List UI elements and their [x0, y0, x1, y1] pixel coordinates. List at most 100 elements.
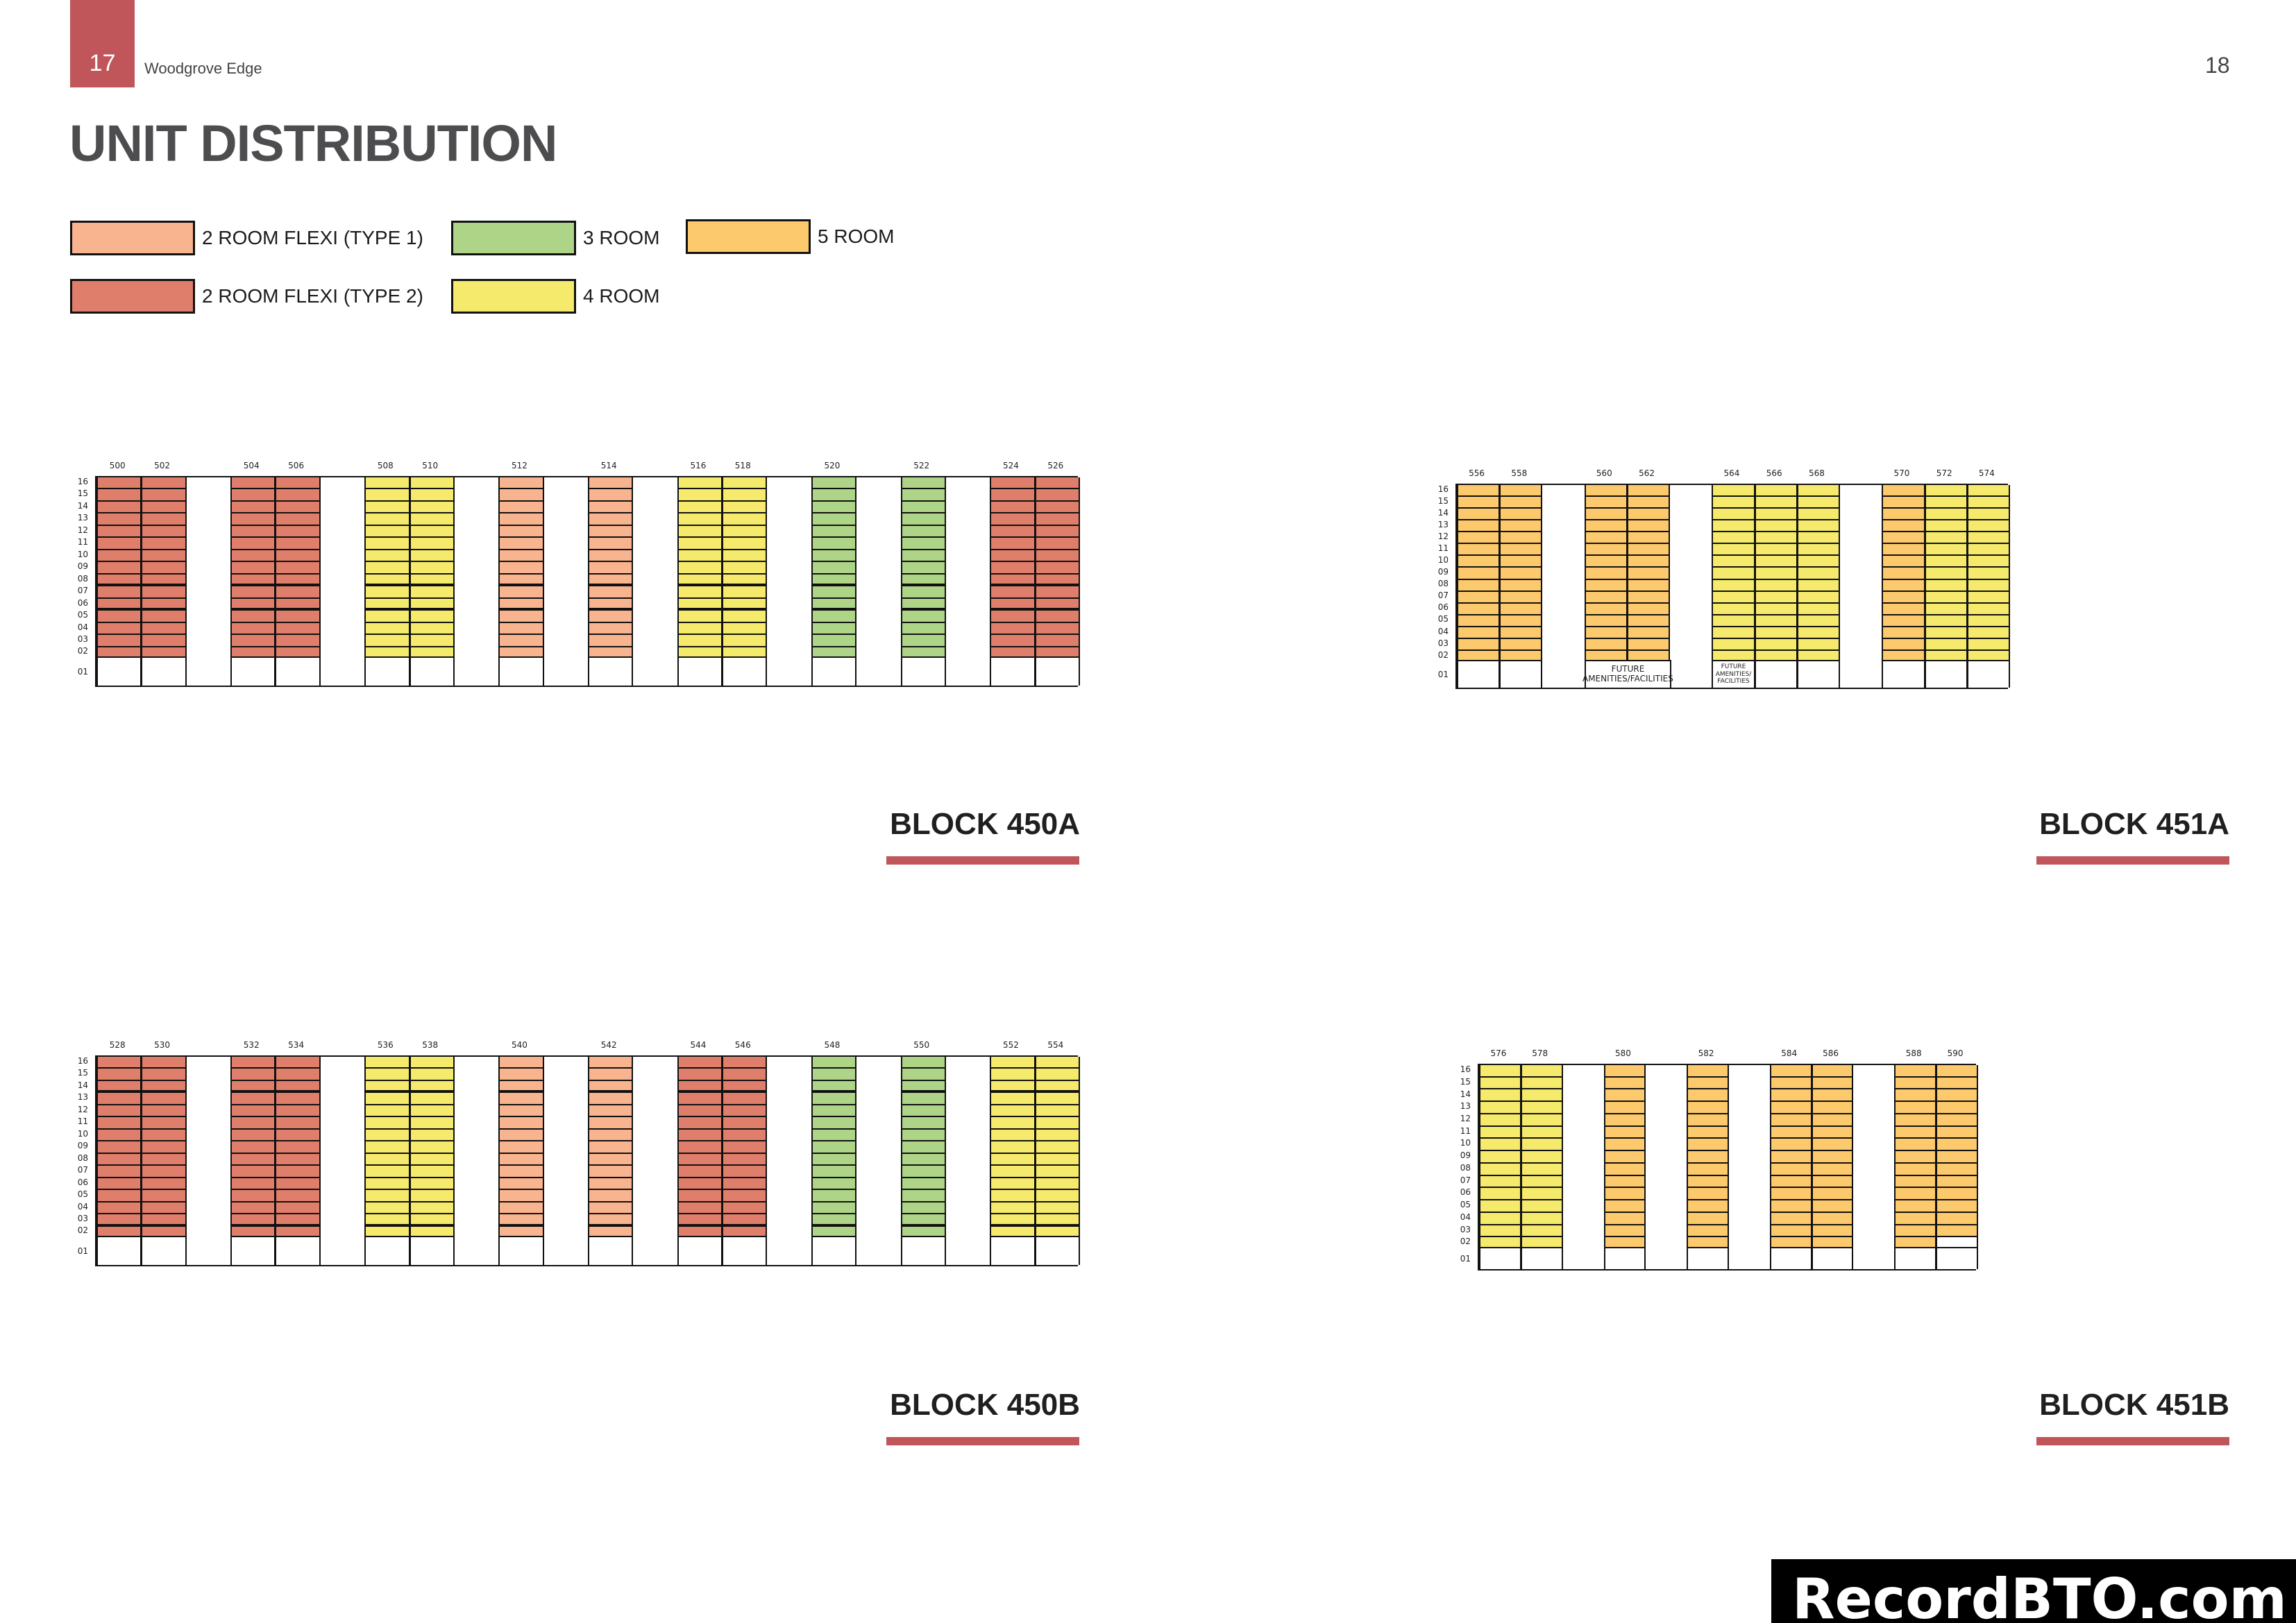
- unit-cell: [991, 586, 1034, 599]
- unit-cell: [98, 635, 141, 647]
- unit-cell: [1925, 497, 1966, 509]
- unit-cell: [142, 1166, 185, 1178]
- unit-cell: [589, 1153, 632, 1166]
- unit-cell: [1036, 598, 1079, 611]
- unit-cell: [142, 611, 185, 623]
- unit-cell: [589, 586, 632, 599]
- unit-stack-552: [990, 1057, 1036, 1265]
- unit-cell: [232, 1080, 275, 1094]
- unit-cell: [500, 1214, 543, 1227]
- unit-cell: [678, 635, 722, 647]
- unit-cell: [991, 1105, 1034, 1118]
- unit-cell: [1480, 1077, 1520, 1090]
- unit-cell: [1036, 1166, 1079, 1178]
- unit-cell: [500, 1202, 543, 1215]
- floor-label: 02: [77, 1225, 88, 1236]
- unit-cell: [366, 1129, 409, 1142]
- unit-cell: [589, 635, 632, 647]
- unit-cell: [812, 574, 856, 587]
- unit-cell: [1480, 1126, 1520, 1139]
- unit-cell: [678, 1129, 722, 1142]
- floor-label: 05: [77, 1189, 88, 1200]
- floor-label: 05: [77, 610, 88, 620]
- floor-label: 09: [77, 561, 88, 572]
- unit-cell: [812, 1202, 856, 1215]
- unit-stack-540: [498, 1057, 544, 1265]
- unit-cell: [98, 489, 141, 502]
- unit-cell: [1771, 1151, 1811, 1164]
- unit-stack-576: [1479, 1065, 1521, 1269]
- unit-stack-584: [1769, 1065, 1812, 1269]
- ground-floor-cell: [1937, 1247, 1977, 1269]
- floor-label: 12: [1460, 1114, 1471, 1123]
- unit-number-label: 546: [734, 1040, 751, 1050]
- unit-stack-554: [1034, 1057, 1080, 1265]
- unit-cell: [1585, 615, 1626, 627]
- unit-cell: [500, 489, 543, 502]
- unit-cell: [1585, 520, 1626, 533]
- unit-cell: [276, 489, 319, 502]
- ground-floor-cell: [902, 656, 945, 686]
- unit-cell: [991, 1153, 1034, 1166]
- unit-cell: [678, 574, 722, 587]
- unit-cell: [366, 562, 409, 575]
- unit-stack-500: [96, 477, 142, 686]
- unit-cell: [410, 550, 453, 563]
- unit-number-label: 508: [377, 461, 394, 470]
- unit-cell: [902, 1214, 945, 1227]
- unit-stack-524: [990, 477, 1036, 686]
- floor-label: 11: [1460, 1125, 1471, 1136]
- unit-cell: [1521, 1077, 1562, 1090]
- unit-cell: [991, 489, 1034, 502]
- unit-cell: [1925, 627, 1966, 639]
- unit-cell: [1628, 485, 1669, 498]
- unit-cell: [902, 550, 945, 563]
- unit-cell: [1713, 638, 1754, 651]
- unit-cell: [678, 501, 722, 514]
- unit-cell: [1798, 579, 1839, 592]
- unit-cell: [991, 1166, 1034, 1178]
- unit-cell: [812, 562, 856, 575]
- unit-cell: [678, 1141, 722, 1154]
- unit-cell: [1688, 1175, 1728, 1189]
- unit-cell: [142, 635, 185, 647]
- unit-cell: [1812, 1212, 1852, 1225]
- unit-cell: [991, 1178, 1034, 1191]
- unit-cell: [1925, 485, 1966, 498]
- unit-number-label: 510: [422, 461, 439, 470]
- unit-cell: [812, 489, 856, 502]
- unit-cell: [723, 477, 766, 490]
- unit-cell: [1521, 1089, 1562, 1103]
- floor-label: 03: [77, 634, 88, 644]
- ground-floor-cell: [366, 1236, 409, 1265]
- unit-stack-518: [722, 477, 768, 686]
- unit-stack-548: [811, 1057, 857, 1265]
- unit-cell: [1688, 1114, 1728, 1127]
- unit-cell: [276, 1080, 319, 1094]
- floor-label: 10: [77, 1128, 88, 1139]
- ground-floor-cell: [276, 1236, 319, 1265]
- unit-cell: [142, 1093, 185, 1105]
- unit-cell: [1968, 485, 2009, 498]
- unit-stack-508: [364, 477, 410, 686]
- unit-cell: [1458, 497, 1499, 509]
- ground-floor-cell: [1925, 660, 1966, 688]
- unit-cell: [410, 489, 453, 502]
- unit-stack-528: [96, 1057, 142, 1265]
- unit-cell: [1458, 532, 1499, 545]
- unit-cell: [500, 477, 543, 490]
- ground-floor-cell: [678, 1236, 722, 1265]
- unit-cell: [1713, 615, 1754, 627]
- unit-cell: [142, 1080, 185, 1094]
- unit-cell: [1937, 1151, 1977, 1164]
- unit-cell: [1896, 1212, 1936, 1225]
- unit-cell: [1798, 603, 1839, 615]
- unit-cell: [410, 1080, 453, 1094]
- unit-cell: [366, 635, 409, 647]
- unit-cell: [589, 489, 632, 502]
- ground-floor-cell: [1501, 660, 1542, 688]
- ground-floor-cell: [142, 656, 185, 686]
- unit-cell: [1501, 603, 1542, 615]
- unit-number-label: 524: [1002, 461, 1019, 470]
- unit-cell: [1812, 1065, 1852, 1078]
